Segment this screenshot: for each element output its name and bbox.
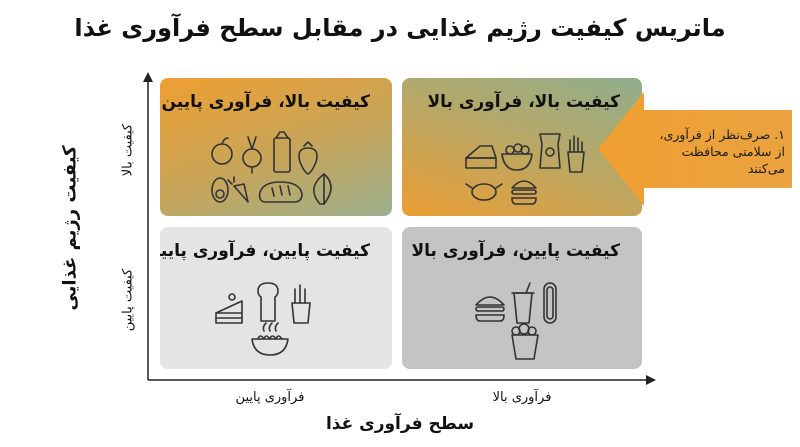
callout-text: ۱. صرف‌نظر از فرآوری، از سلامتی محافظت م… bbox=[659, 127, 785, 176]
processed-healthy-icons bbox=[465, 133, 585, 205]
chips-bag-icon bbox=[539, 133, 561, 169]
soda-cup-icon bbox=[511, 282, 535, 324]
milk-carton-icon bbox=[273, 131, 291, 173]
burger-icon bbox=[475, 296, 505, 322]
y-tick-low: کیفیت پایین bbox=[120, 268, 136, 332]
quadrant-label: کیفیت پایین، فرآوری بالا bbox=[411, 241, 621, 261]
quadrant-low-quality-low-processing: کیفیت پایین، فرآوری پایین bbox=[160, 227, 392, 369]
apple-icon bbox=[211, 137, 233, 165]
hotdog-icon bbox=[543, 282, 557, 324]
fries-icon bbox=[291, 284, 311, 324]
quadrant-high-quality-low-processing: کیفیت بالا، فرآوری پایین bbox=[160, 78, 392, 216]
x-axis-label: سطح فرآوری غذا bbox=[325, 414, 475, 434]
roast-chicken-icon bbox=[465, 183, 503, 201]
noodle-bowl-icon bbox=[251, 322, 289, 356]
quadrant-label: کیفیت بالا، فرآوری بالا bbox=[427, 92, 620, 112]
y-tick-high: کیفیت بالا bbox=[120, 123, 136, 177]
carrot-icon bbox=[227, 176, 249, 203]
fries-icon bbox=[567, 135, 585, 173]
quadrant-label: کیفیت پایین، فرآوری پایین bbox=[160, 241, 370, 261]
whole-foods-icons bbox=[211, 131, 332, 205]
strawberry-icon bbox=[298, 141, 318, 175]
cake-slice-icon bbox=[215, 293, 243, 324]
bread-loaf-icon bbox=[258, 181, 303, 203]
popcorn-icon bbox=[511, 323, 539, 360]
leafy-greens-icon bbox=[313, 173, 332, 205]
y-axis-label: کیفیت رژیم غذایی bbox=[59, 145, 81, 311]
junk-food-icons bbox=[475, 282, 557, 360]
burger-icon bbox=[511, 180, 537, 205]
packaged-cheese-icon bbox=[465, 145, 497, 169]
quadrant-label: کیفیت بالا، فرآوری پایین bbox=[161, 92, 371, 112]
callout-arrow bbox=[598, 92, 792, 206]
toast-icon bbox=[257, 282, 279, 322]
avocado-icon bbox=[211, 177, 229, 203]
x-tick-high: فرآوری بالا bbox=[492, 390, 552, 405]
low-quality-whole-icons bbox=[215, 282, 311, 356]
diagram-title: ماتریس کیفیت رژیم غذایی در مقابل سطح فرآ… bbox=[74, 14, 726, 42]
salad-bowl-icon bbox=[501, 143, 533, 171]
x-tick-low: فرآوری پایین bbox=[235, 390, 305, 405]
beet-icon bbox=[242, 136, 262, 174]
quadrant-low-quality-high-processing: کیفیت پایین، فرآوری بالا bbox=[402, 227, 642, 369]
